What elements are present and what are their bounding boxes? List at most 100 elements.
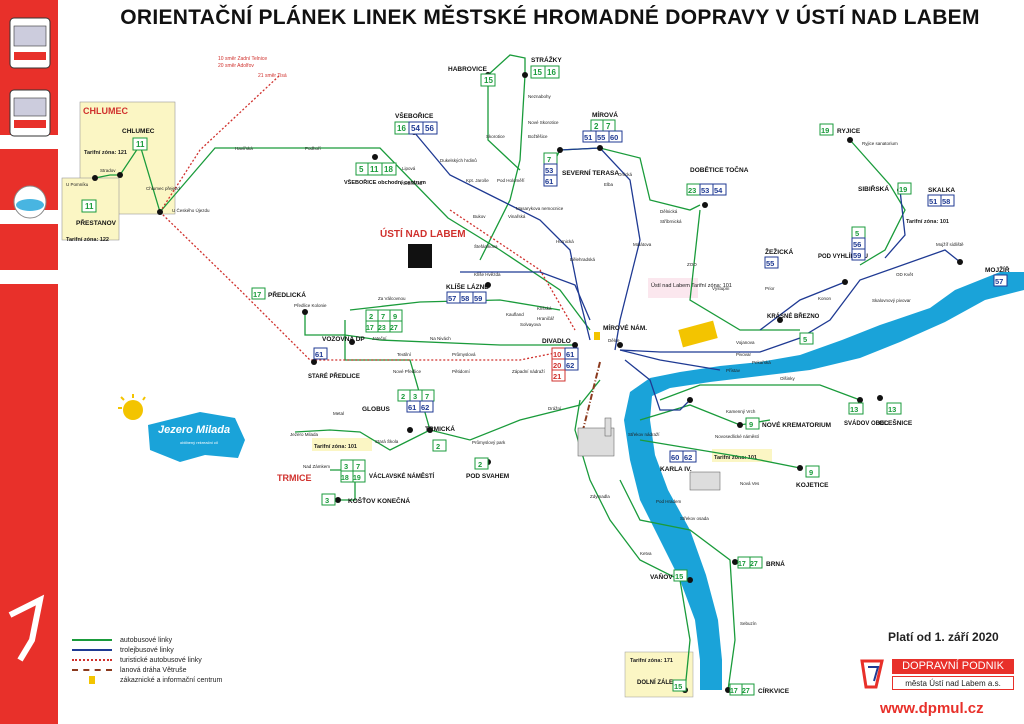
- street-label: Dělce: [608, 338, 620, 343]
- street-label: Solvayova: [520, 322, 541, 327]
- stop-name: DIVADLO: [542, 338, 571, 345]
- street-label: Západní nádraží: [512, 369, 546, 374]
- line-badge: 61: [566, 350, 574, 359]
- street-label: Přístav: [726, 368, 741, 373]
- street-label: Orlická: [618, 172, 632, 177]
- line-badge: 61: [545, 177, 553, 186]
- trmice-town: TRMICE: [277, 473, 312, 483]
- stop-name: KARLA IV.: [660, 466, 692, 473]
- stop-name: OLEŠNICE: [879, 418, 913, 427]
- line-badge: 9: [749, 420, 753, 429]
- strekov-castle-icon: [689, 471, 721, 491]
- street-label: Předlice Kolonie: [294, 303, 327, 308]
- street-label: Průmyslový park: [472, 439, 506, 445]
- street-label: Masarykova nemocnice: [516, 206, 564, 211]
- street-label: Zdymadla: [590, 494, 610, 499]
- dir-10: 10 směr Zadní Telnice: [218, 56, 267, 62]
- street-label: Střekov nádraží: [628, 432, 660, 437]
- stop-name: POD SVAHEM: [466, 473, 509, 480]
- street-label: Mojžíř sídliště: [936, 242, 964, 247]
- line-badge: 13: [888, 405, 896, 414]
- street-label: Vinařská: [508, 214, 526, 219]
- skalka-zone-label: Tarifní zóna: 101: [906, 219, 949, 225]
- line-badge: 51: [929, 197, 937, 206]
- map-legend: autobusové linky trolejbusové linky turi…: [72, 635, 222, 685]
- line-badge: 27: [390, 325, 398, 332]
- street-label: Ryjice sanatorium: [862, 141, 898, 146]
- street-label: Skalovnový pivovar: [872, 298, 911, 303]
- stop-labels: CHLUMEC 11 11 PŘESTANOV HABROVICE 15 STR…: [76, 55, 1010, 696]
- company-name: DOPRAVNÍ PODNIK: [892, 659, 1014, 674]
- street-label: Hornická: [556, 239, 574, 244]
- street-label: Konon: [818, 296, 832, 301]
- street-label: Kamenný Vrch: [726, 409, 756, 414]
- street-label: Skorotice: [486, 134, 505, 139]
- stop-name: VOZOVNA DP: [322, 336, 365, 343]
- street-label: Malátova: [633, 242, 652, 247]
- line-badge: 9: [393, 312, 397, 321]
- street-label: Klíše Hvězda: [474, 272, 501, 277]
- street-label: Ketva: [640, 551, 652, 556]
- stop-name: VAŇOV: [650, 572, 673, 581]
- stop-name: CHLUMEC: [122, 128, 155, 135]
- line-badge: 20: [553, 361, 561, 370]
- line-badge: 51: [584, 133, 592, 142]
- line-badge: 7: [547, 155, 551, 164]
- street-label: OD Květ: [896, 272, 914, 277]
- stop-name: TRMICKÁ: [425, 424, 455, 433]
- line-badge: 11: [85, 202, 94, 211]
- line-badge: 17: [738, 561, 746, 568]
- stop-name: SKALKA: [928, 187, 955, 194]
- street-label: Dukelských hrdinů: [440, 157, 477, 163]
- line-badge: 60: [610, 133, 618, 142]
- line-badge: 59: [853, 251, 861, 260]
- stop-name: VŠEBOŘICE: [395, 111, 434, 120]
- street-label: Neznabohy: [528, 94, 552, 99]
- street-label: Božtěšice: [528, 134, 548, 139]
- stop-name: KOJETICE: [796, 482, 829, 489]
- street-label: Stříbrnická: [660, 219, 682, 224]
- line-badge: 2: [594, 122, 599, 131]
- line-badge: 56: [853, 240, 861, 249]
- street-label: Hraničář: [537, 316, 555, 321]
- line-badge: 61: [408, 403, 416, 412]
- street-label: Stradov: [100, 168, 116, 173]
- street-label: Pivovar: [736, 352, 752, 357]
- line-badge: 17: [730, 688, 738, 695]
- company-web[interactable]: www.dpmul.cz: [880, 700, 984, 717]
- street-label: Kpt. Jaroše: [466, 178, 489, 183]
- line-badge: 5: [855, 229, 859, 238]
- street-label: Pětidomí: [452, 369, 471, 374]
- legend-info: zákaznické a informační centrum: [120, 676, 223, 684]
- stop-name: KLÍŠE LÁZNĚ: [446, 282, 489, 291]
- chlumec-town: CHLUMEC: [83, 106, 128, 116]
- line-badge: 58: [461, 294, 469, 303]
- street-label: Dělnická: [660, 209, 678, 214]
- line-badge: 3: [325, 496, 329, 505]
- street-label: Novosedlické náměstí: [715, 434, 760, 439]
- karla-zone-label: Tarifní zóna: 101: [714, 455, 757, 461]
- stop-markers: [92, 72, 963, 693]
- stop-name: HABROVICE: [448, 66, 488, 73]
- lake-name: Jezero Milada: [158, 424, 230, 436]
- line-badge: 16: [397, 124, 406, 133]
- line-badge: 55: [597, 133, 605, 142]
- street-label: Vojanova: [736, 340, 755, 345]
- zalezly-zone-label: Tarifní zóna: 171: [630, 658, 673, 664]
- street-label: Lipová: [402, 166, 416, 171]
- stop-name: PŘESTANOV: [76, 218, 117, 227]
- line-badge: 17: [253, 290, 261, 299]
- street-label: Střekov osada: [680, 516, 709, 521]
- line-badge: 27: [750, 561, 758, 568]
- dir-21: 21 směr Tisá: [258, 73, 287, 79]
- stop-name: PŘEDLICKÁ: [268, 290, 306, 299]
- line-badge: 18: [341, 475, 349, 482]
- street-label: Elba: [604, 182, 614, 187]
- line-badge: 60: [671, 453, 679, 462]
- street-label: Pod Hradem: [656, 499, 682, 504]
- dp-letter-mark-icon: [8, 594, 45, 662]
- dir-20: 20 směr Adolfov: [218, 63, 254, 69]
- street-label: Na Nivách: [430, 336, 451, 341]
- line-badge: 57: [995, 277, 1003, 286]
